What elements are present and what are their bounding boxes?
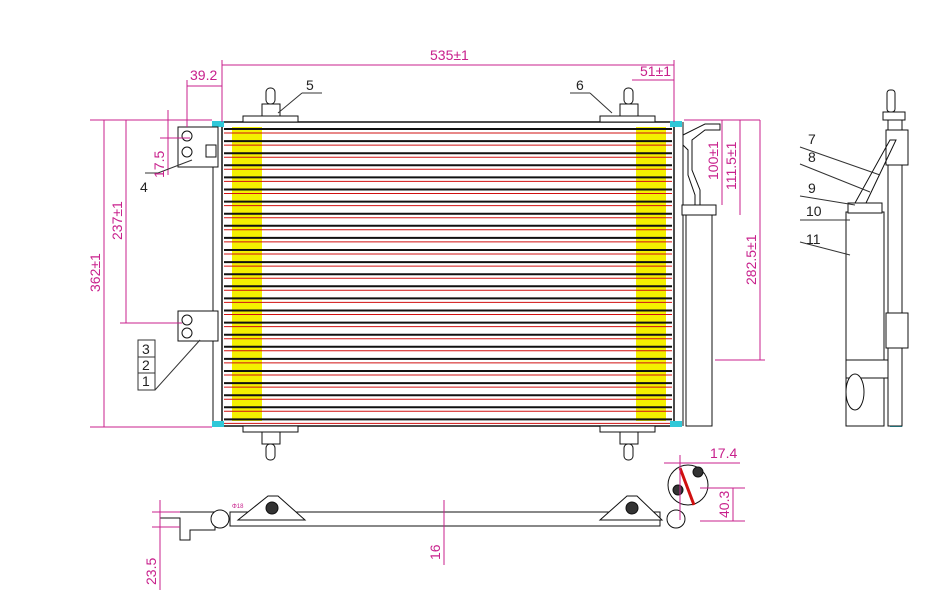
side-view	[845, 89, 909, 427]
dim-width-overall: 535±1	[430, 47, 469, 63]
callout-8: 8	[808, 149, 816, 165]
dim-drier-height: 282.5±1	[743, 234, 759, 285]
condenser-core	[212, 121, 684, 427]
dim-right-offset: 51±1	[640, 63, 671, 79]
callout-11: 11	[806, 231, 821, 247]
dim-bottom-offset: 23.5	[143, 558, 159, 585]
callout-6: 6	[576, 77, 584, 93]
dim-fitting-height: 40.3	[716, 491, 732, 518]
bottom-view	[160, 464, 709, 541]
callout-5: 5	[306, 77, 314, 93]
dim-pipe-drop-1: 100±1	[705, 141, 721, 180]
dim-fitting-width: 17.4	[710, 445, 737, 461]
mounting-pins	[242, 87, 656, 461]
dim-left-offset: 39.2	[190, 67, 217, 83]
receiver-drier	[681, 123, 721, 427]
callout-2: 2	[142, 357, 150, 373]
callout-7: 7	[808, 131, 816, 147]
dim-bracket-pitch: 17.5	[151, 151, 167, 178]
dim-height-overall: 362±1	[87, 253, 103, 292]
callout-4: 4	[140, 179, 148, 195]
side-brackets	[177, 126, 219, 342]
dim-bracket-spacing: 237±1	[109, 201, 125, 240]
dim-pipe-drop-2: 111.5±1	[723, 141, 739, 190]
leader-lines	[137, 92, 881, 391]
callout-1: 1	[142, 373, 150, 389]
callout-10: 10	[806, 203, 822, 219]
dim-depth: 16	[427, 544, 443, 560]
callout-9: 9	[808, 180, 816, 196]
callout-3: 3	[142, 341, 150, 357]
dimension-lines	[90, 60, 765, 590]
dim-hole-diameter: Φ18	[232, 504, 244, 510]
tubes	[224, 128, 672, 424]
